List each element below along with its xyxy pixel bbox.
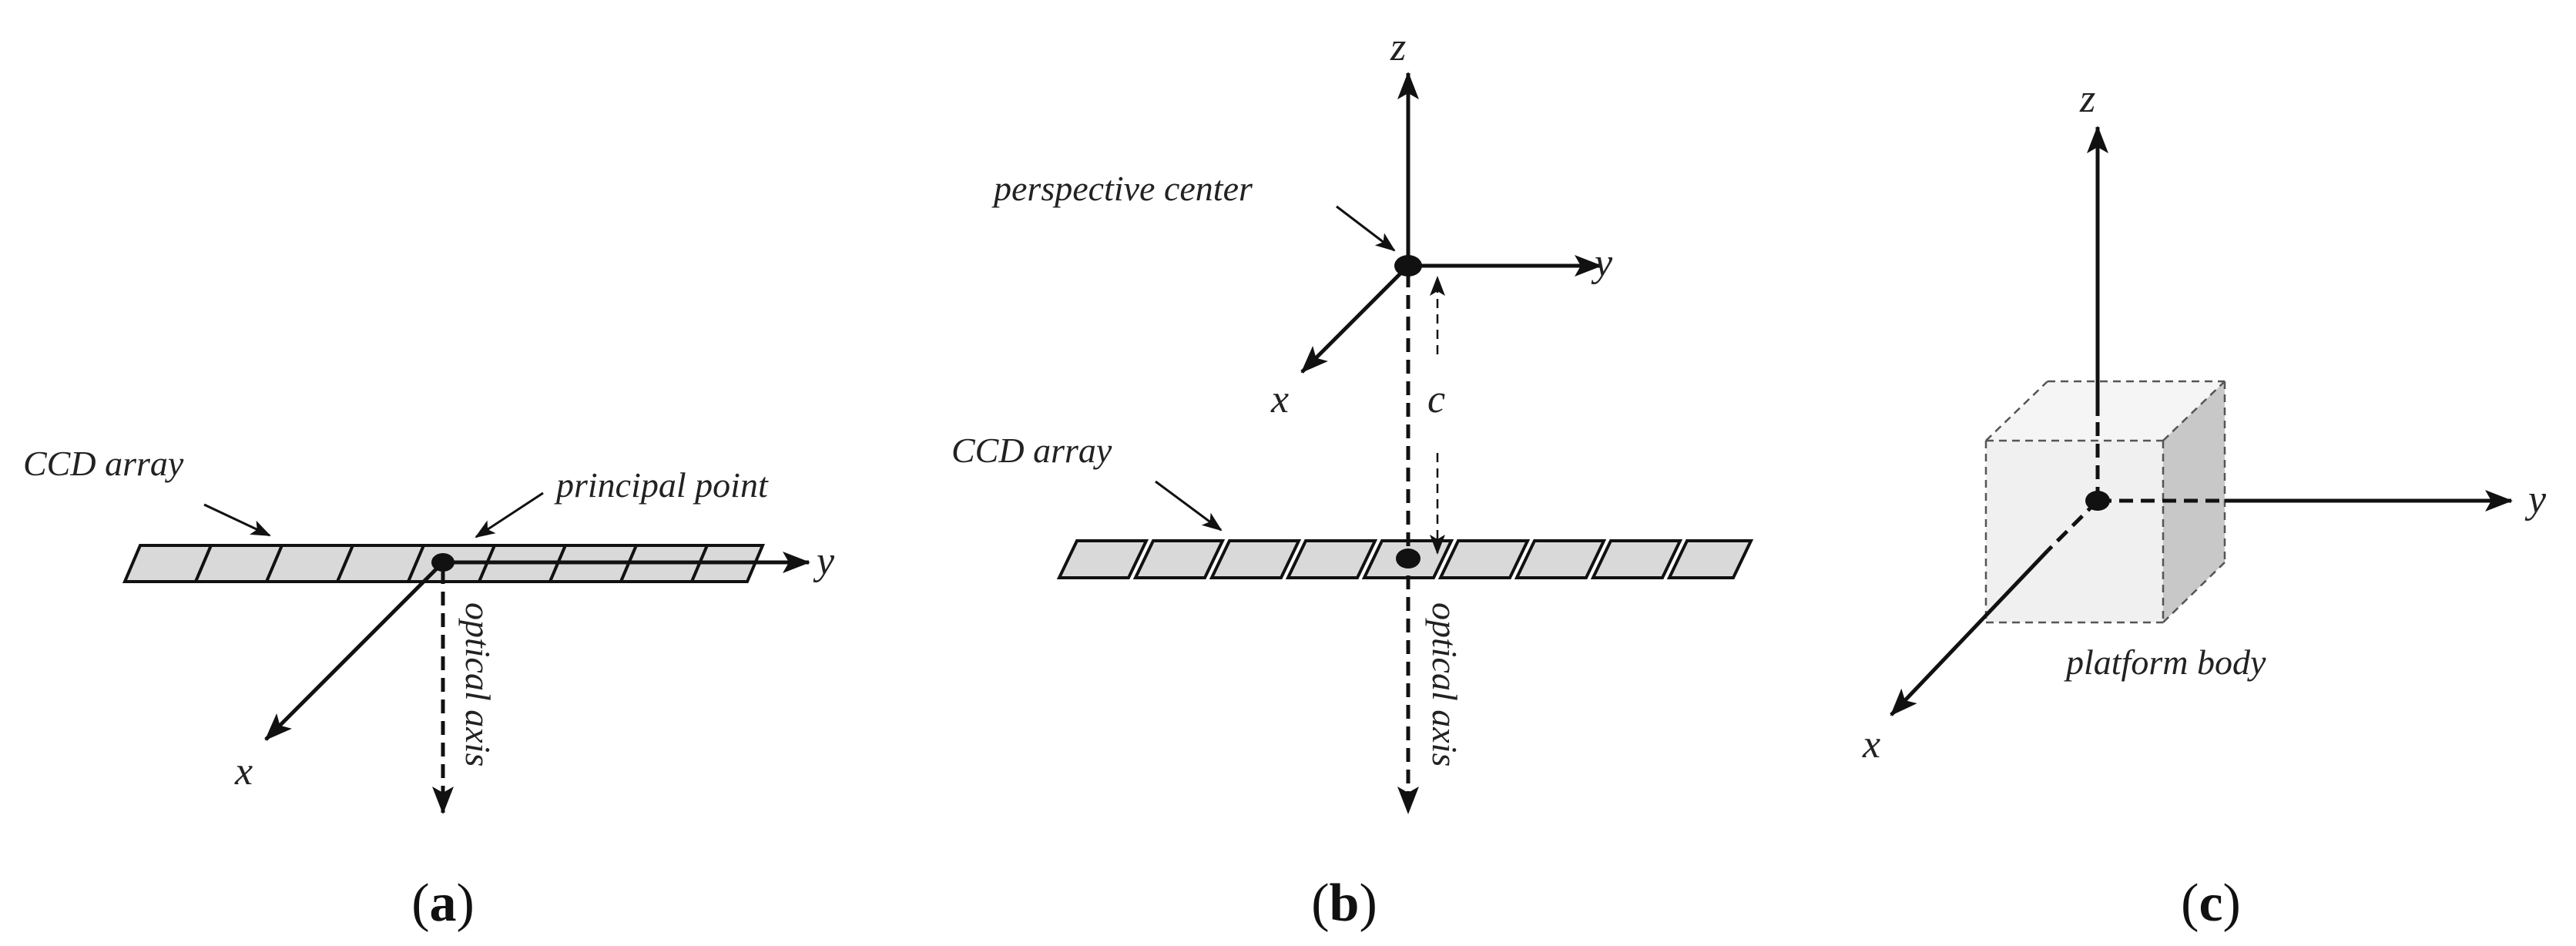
platform-body-label: platform body [2064, 642, 2266, 682]
z-axis-label-b: z [1390, 25, 1406, 69]
panel-label-b: (b) [1311, 874, 1377, 933]
focal-length-label: c [1427, 377, 1445, 421]
panel-a: CCD array principal point y x optical ax… [23, 444, 835, 933]
ccd-cell [1437, 539, 1531, 579]
ccd-cell [1056, 539, 1149, 579]
x-axis-label-b: x [1270, 377, 1289, 421]
ccd-pointer-a [203, 503, 271, 537]
panel-b: c z y x perspective center CCD array opt… [951, 25, 1754, 933]
z-axis-label-c: z [2079, 77, 2095, 121]
x-axis-label-a: x [234, 750, 253, 793]
y-axis-label-b: y [1591, 241, 1613, 285]
ccd-pointer-b [1155, 480, 1223, 532]
y-axis-label-a: y [813, 539, 835, 583]
principal-point-dot [431, 553, 454, 572]
optical-axis-label-a: optical axis [458, 602, 498, 767]
principal-point-label: principal point [554, 465, 769, 505]
principal-point-dot-b [1396, 548, 1420, 569]
ccd-cell [1209, 539, 1302, 579]
ccd-array-label-b: CCD array [951, 431, 1112, 470]
x-axis-c [1890, 549, 2049, 716]
ccd-cell [1132, 539, 1226, 579]
perspective-center-dot [1394, 255, 1422, 277]
x-axis-a [264, 561, 444, 741]
cube-edge [2162, 381, 2225, 441]
x-axis-inner-c [2046, 499, 2099, 552]
platform-body-cube [1984, 380, 2226, 624]
cube-top-face [1986, 381, 2225, 441]
ccd-array-label-a: CCD array [23, 444, 184, 483]
x-axis-b [1300, 264, 1410, 374]
x-axis-label-c: x [1862, 723, 1880, 767]
panel-label-a: (a) [411, 874, 475, 933]
cube-front-face [1986, 441, 2163, 622]
cube-edge [2162, 562, 2225, 623]
ccd-cell [1666, 539, 1754, 579]
panel-label-c: (c) [2181, 874, 2241, 933]
y-axis-label-c: y [2524, 478, 2547, 522]
cube-edge [1985, 381, 2048, 441]
ccd-cell [1514, 539, 1607, 579]
principal-pointer [475, 491, 544, 538]
platform-origin-dot [2085, 491, 2110, 511]
ccd-cell [1590, 539, 1683, 579]
optical-axis-label-b: optical axis [1425, 602, 1464, 767]
perspective-pointer [1336, 205, 1396, 252]
ccd-cell [1285, 539, 1378, 579]
perspective-center-label: perspective center [991, 169, 1253, 208]
panel-c: z y x platform body (c) [1862, 77, 2547, 933]
